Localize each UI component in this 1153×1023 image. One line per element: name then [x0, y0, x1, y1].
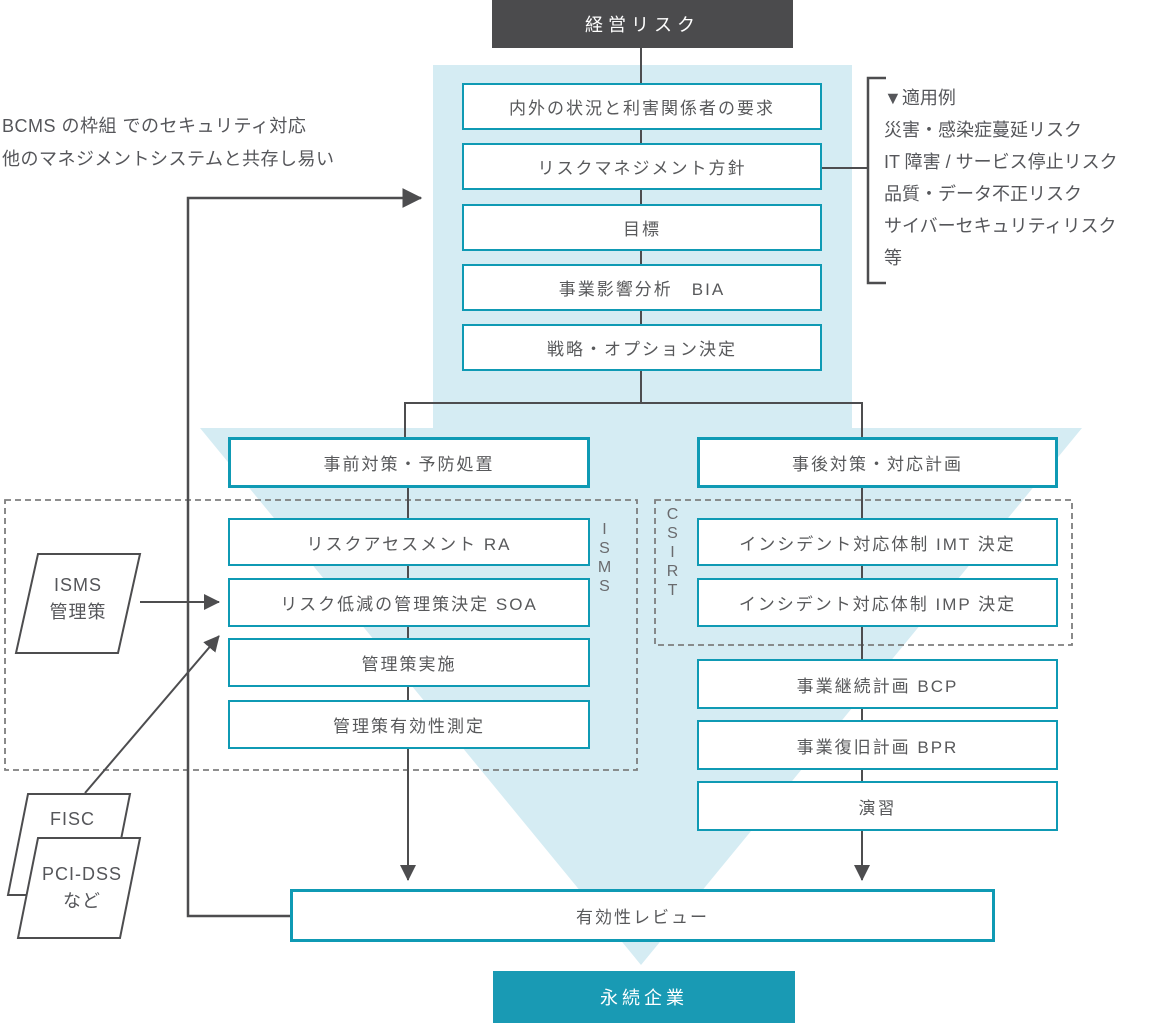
examples-header: ▼適用例	[884, 88, 956, 108]
post-branch-header: 事後対策・対応計画	[697, 437, 1058, 488]
example-item: 災害・感染症蔓延リスク	[884, 120, 1082, 140]
pre-step-risk-assessment: リスクアセスメント RA	[228, 518, 590, 566]
example-item: 等	[884, 248, 902, 268]
example-item: 品質・データ不正リスク	[884, 184, 1082, 204]
flow-box-objectives: 目標	[462, 204, 822, 251]
pre-step-effectiveness: 管理策有効性測定	[228, 700, 590, 749]
post-step-imt: インシデント対応体制 IMT 決定	[697, 518, 1058, 566]
flow-box-bia: 事業影響分析 BIA	[462, 264, 822, 311]
standards-arrow	[84, 635, 220, 794]
pre-step-soa: リスク低減の管理策決定 SOA	[228, 578, 590, 627]
isms-controls-line2: 管理策	[49, 602, 107, 622]
pre-branch-header: 事前対策・予防処置	[228, 437, 590, 488]
csirt-group-label: CSIRT	[664, 506, 681, 601]
example-item: サイバーセキュリティリスク	[884, 216, 1117, 236]
isms-controls-shape	[14, 553, 142, 654]
example-item: IT 障害 / サービス停止リスク	[884, 152, 1118, 172]
examples-bracket	[866, 76, 886, 285]
examples-list: ▼適用例 災害・感染症蔓延リスク IT 障害 / サービス停止リスク 品質・デー…	[884, 82, 1118, 274]
post-step-bcp: 事業継続計画 BCP	[697, 659, 1058, 709]
csirt-dashed-group	[654, 499, 1073, 646]
bcms-note-line1: BCMS の枠組 でのセキュリティ対応	[2, 116, 307, 136]
flow-box-context: 内外の状況と利害関係者の要求	[462, 83, 822, 130]
isms-dashed-group	[4, 499, 638, 771]
bcms-note: BCMS の枠組 でのセキュリティ対応 他のマネジメントシステムと共存し易い	[2, 110, 334, 176]
post-step-exercise: 演習	[697, 781, 1058, 831]
review-feedback-arrow	[186, 188, 423, 918]
fisc-label: FISC	[49, 809, 95, 829]
effectiveness-review-box: 有効性レビュー	[290, 889, 995, 942]
pci-dss-shape	[16, 837, 142, 939]
post-step-imp: インシデント対応体制 IMP 決定	[697, 578, 1058, 627]
flow-box-policy: リスクマネジメント方針	[462, 143, 822, 190]
flow-box-strategy: 戦略・オプション決定	[462, 324, 822, 371]
post-step-bpr: 事業復旧計画 BPR	[697, 720, 1058, 770]
root-risk-box: 経営リスク	[492, 0, 793, 48]
bcms-note-line2: 他のマネジメントシステムと共存し易い	[2, 149, 335, 169]
isms-controls-line1: ISMS	[53, 575, 102, 595]
flow-connectors	[404, 48, 863, 781]
isms-group-label: ISMS	[596, 521, 613, 597]
big-down-arrow-shape	[200, 65, 1082, 965]
sustainable-company-box: 永続企業	[493, 971, 795, 1023]
pci-dss-line2: など	[63, 891, 101, 911]
pci-dss-line1: PCI-DSS	[41, 864, 122, 884]
pre-step-implement: 管理策実施	[228, 638, 590, 687]
isms-controls-label: ISMS 管理策	[18, 572, 138, 626]
pci-dss-label: PCI-DSS など	[24, 861, 140, 915]
